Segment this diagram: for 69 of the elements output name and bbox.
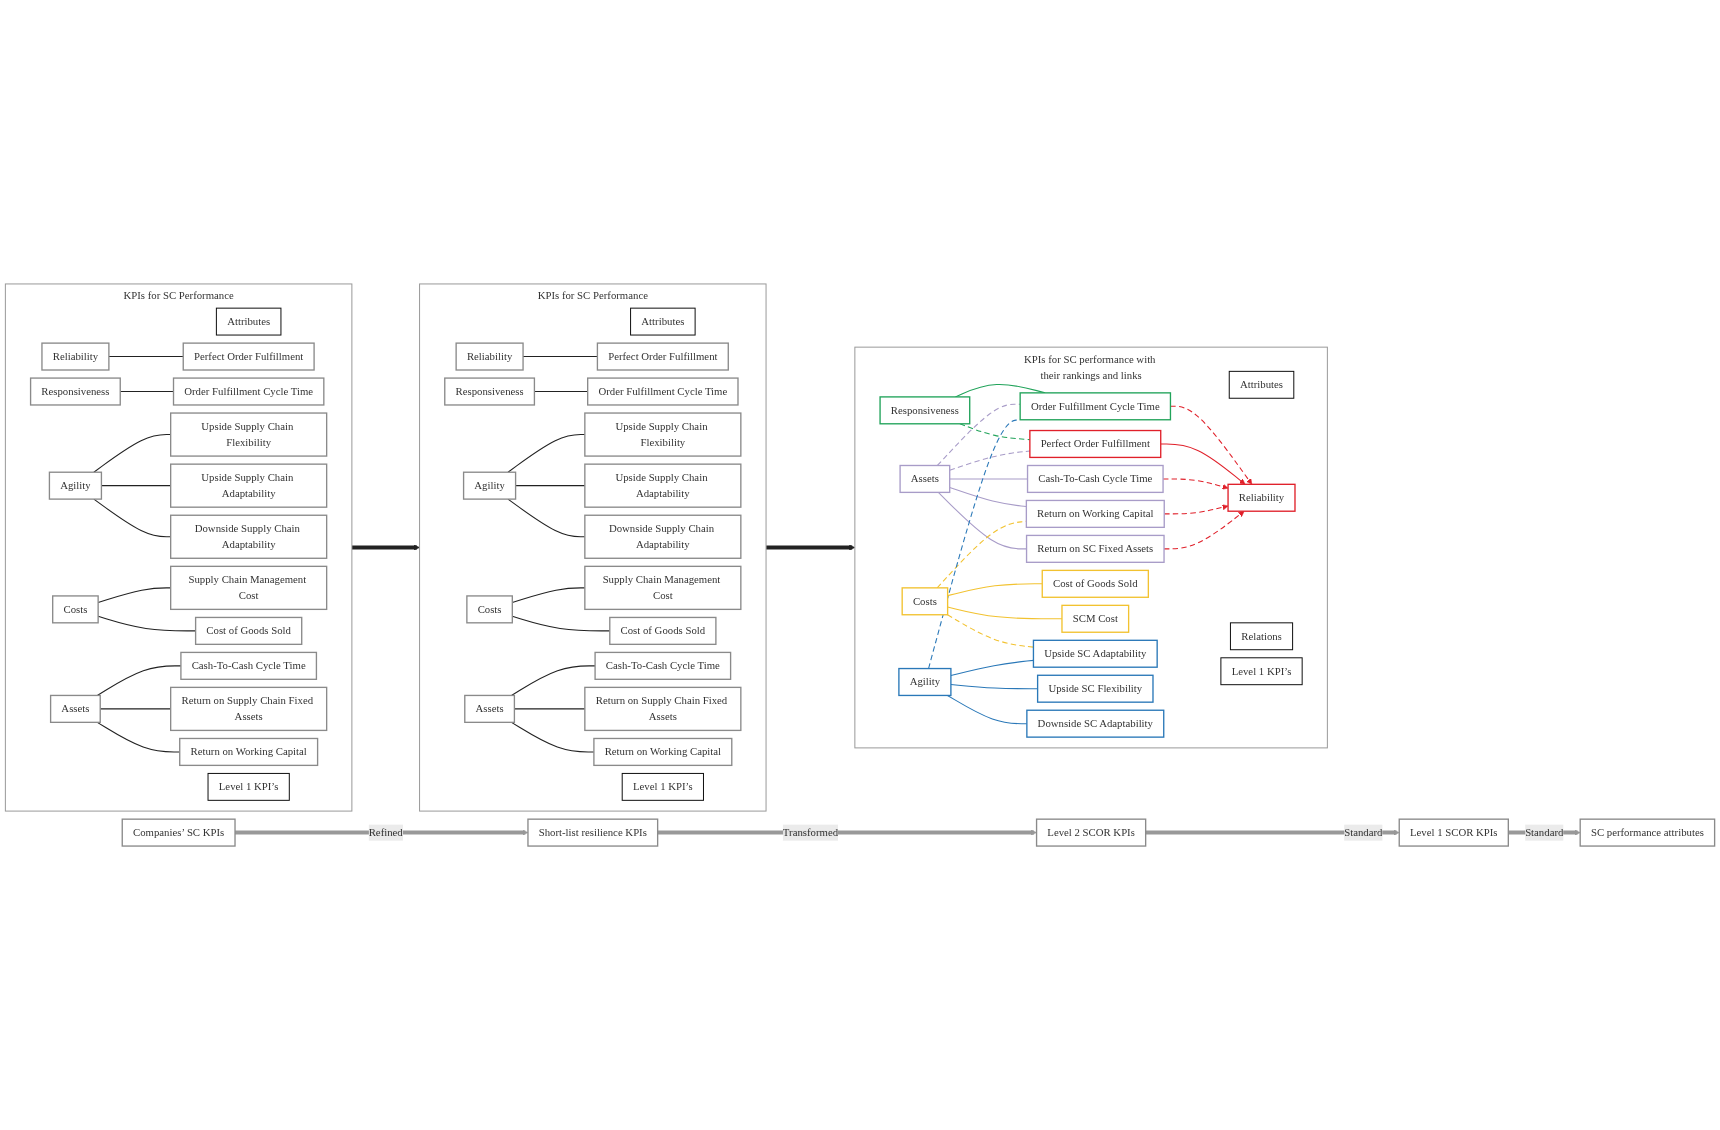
node-box: Attributes	[1228, 370, 1295, 399]
node-box: SCM Cost	[1061, 604, 1130, 633]
node-box: Return on Supply Chain Fixed Assets	[170, 686, 328, 732]
node-box: Perfect Order Fulfillment	[596, 342, 729, 371]
node-box: Cash-To-Cash Cycle Time	[1026, 464, 1164, 494]
node-box: Responsiveness	[444, 377, 536, 406]
node-box: Cost of Goods Sold	[1041, 569, 1149, 598]
connector	[947, 583, 1043, 597]
arrow	[1160, 443, 1246, 485]
node-box: Upside Supply Chain Flexibility	[170, 412, 328, 457]
edge-label: Standard	[1525, 826, 1564, 838]
connector	[949, 486, 1027, 508]
node-box: Upside Supply Chain Adaptability	[584, 463, 742, 508]
edge-label: Standard	[1344, 826, 1383, 838]
node-box: Supply Chain Management Cost	[170, 565, 328, 611]
arrow	[351, 544, 420, 551]
node-box: Level 2 SCOR KPIs	[1035, 818, 1147, 847]
node-box: Upside Supply Chain Flexibility	[584, 412, 742, 457]
node-box: Upside SC Flexibility	[1036, 674, 1154, 703]
node-box: Agility	[48, 471, 103, 500]
node-box: Order Fulfillment Cycle Time	[587, 377, 739, 406]
node-box: Order Fulfillment Cycle Time	[172, 377, 325, 406]
node-box: Cost of Goods Sold	[609, 616, 717, 645]
edge-label: Refined	[368, 826, 403, 838]
node-box: Cash-To-Cash Cycle Time	[180, 651, 318, 680]
node-box: Costs	[901, 587, 949, 616]
node-box: Relations	[1229, 622, 1294, 651]
node-box: SC performance attributes	[1579, 818, 1716, 847]
node-box: Level 1 SCOR KPIs	[1398, 818, 1509, 847]
node-box: Cost of Goods Sold	[194, 616, 303, 645]
node-box: Attributes	[630, 307, 696, 336]
node-box: Assets	[49, 694, 101, 723]
node-box: Cash-To-Cash Cycle Time	[594, 651, 732, 680]
node-box: Reliability	[1227, 483, 1296, 512]
connector	[510, 665, 596, 696]
node-box: Return on Supply Chain Fixed Assets	[584, 686, 742, 732]
node-box: Return on Working Capital	[179, 737, 319, 767]
node-box: Order Fulfillment Cycle Time	[1019, 392, 1172, 421]
node-box: Short-list resilience KPIs	[527, 818, 659, 847]
node-box: Return on Working Capital	[1025, 499, 1165, 528]
node-box: Level 1 KPI’s	[207, 772, 290, 801]
node-box: Responsiveness	[29, 377, 121, 406]
node-box: Downside SC Adaptability	[1026, 709, 1165, 738]
node-box: Agility	[898, 667, 952, 697]
node-box: Responsiveness	[879, 396, 971, 425]
node-box: Companies’ SC KPIs	[121, 818, 236, 847]
node-box: Costs	[52, 595, 99, 624]
node-box: Assets	[899, 464, 951, 494]
node-box: Reliability	[41, 342, 110, 371]
node-box: Return on Working Capital	[593, 737, 733, 767]
node-box: Upside SC Adaptability	[1032, 639, 1158, 668]
node-box: Reliability	[455, 342, 524, 371]
node-box: Agility	[462, 471, 517, 500]
node-box: Level 1 KPI’s	[621, 772, 704, 801]
node-box: Return on SC Fixed Assets	[1025, 534, 1165, 563]
node-box: Costs	[466, 595, 513, 624]
node-box: Assets	[464, 694, 516, 723]
node-box: Downside Supply Chain Adaptability	[170, 514, 328, 559]
node-box: Upside Supply Chain Adaptability	[170, 463, 328, 508]
connector	[946, 614, 1034, 648]
node-box: Level 1 KPI’s	[1220, 657, 1303, 686]
edge-label: Transformed	[782, 826, 839, 838]
connector	[950, 659, 1034, 677]
node-box: Downside Supply Chain Adaptability	[584, 514, 742, 559]
node-box: Perfect Order Fulfillment	[182, 342, 315, 371]
node-box: Supply Chain Management Cost	[584, 565, 742, 611]
connector	[108, 356, 184, 358]
node-box: Attributes	[215, 307, 282, 336]
node-box: Perfect Order Fulfillment	[1029, 429, 1162, 459]
